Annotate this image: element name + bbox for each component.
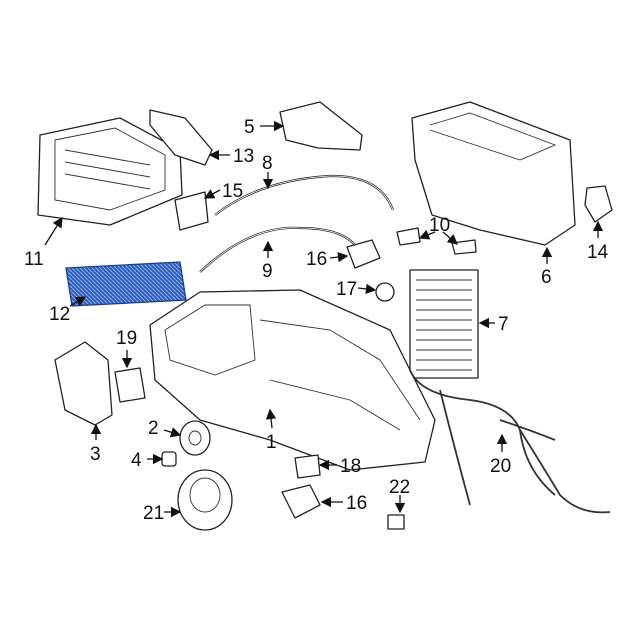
part-8-heater-hose[interactable] (214, 174, 395, 216)
part-6-hvac-case[interactable] (411, 101, 576, 246)
callout-16-lower: 16 (346, 493, 367, 514)
part-22-connector[interactable] (387, 514, 405, 530)
callout-9: 9 (262, 261, 273, 282)
callout-18: 18 (340, 456, 361, 477)
part-18-sensor[interactable] (294, 454, 321, 479)
callout-14: 14 (587, 242, 609, 263)
part-1-hvac-main-case[interactable] (149, 289, 436, 471)
part-7-heater-core[interactable] (409, 269, 479, 379)
callout-22: 22 (389, 477, 410, 498)
callout-3: 3 (90, 444, 101, 465)
callout-20: 20 (490, 456, 511, 477)
part-11-air-inlet-housing[interactable] (37, 117, 183, 226)
callout-arrows (44, 120, 604, 518)
part-20-wiring-harness[interactable] (409, 369, 611, 514)
callout-10: 10 (429, 215, 450, 236)
callout-15: 15 (222, 181, 243, 202)
part-17-sensor[interactable] (375, 282, 395, 302)
callout-16-upper: 16 (306, 249, 327, 270)
part-13-actuator-bracket[interactable] (149, 109, 213, 166)
callout-6: 6 (541, 267, 552, 288)
part-3-cover[interactable] (54, 341, 113, 426)
part-10-clips[interactable] (396, 227, 477, 255)
callout-13: 13 (233, 146, 254, 167)
part-14-actuator[interactable] (584, 185, 613, 223)
part-16-actuator-lower[interactable] (281, 484, 321, 519)
callout-2: 2 (148, 418, 159, 439)
callout-12: 12 (49, 304, 70, 325)
part-15-door[interactable] (174, 191, 209, 231)
part-5-duct[interactable] (279, 101, 363, 151)
part-21-blower-motor[interactable] (177, 469, 233, 531)
part-19-blower-resistor[interactable] (114, 367, 146, 403)
part-16-actuator-upper[interactable] (346, 239, 381, 269)
callout-21: 21 (143, 503, 164, 524)
callout-17: 17 (336, 279, 357, 300)
part-2-blower-wheel[interactable] (179, 420, 211, 456)
part-4-fastener[interactable] (161, 451, 177, 467)
part-12-cabin-air-filter[interactable] (65, 261, 187, 307)
callout-19: 19 (116, 328, 137, 349)
callout-7: 7 (498, 314, 509, 335)
part-9-heater-hose[interactable] (199, 226, 356, 273)
callout-8: 8 (262, 153, 273, 174)
callout-11: 11 (24, 249, 44, 270)
callout-4: 4 (131, 450, 142, 471)
callout-5: 5 (244, 117, 255, 138)
callout-1: 1 (266, 432, 277, 453)
